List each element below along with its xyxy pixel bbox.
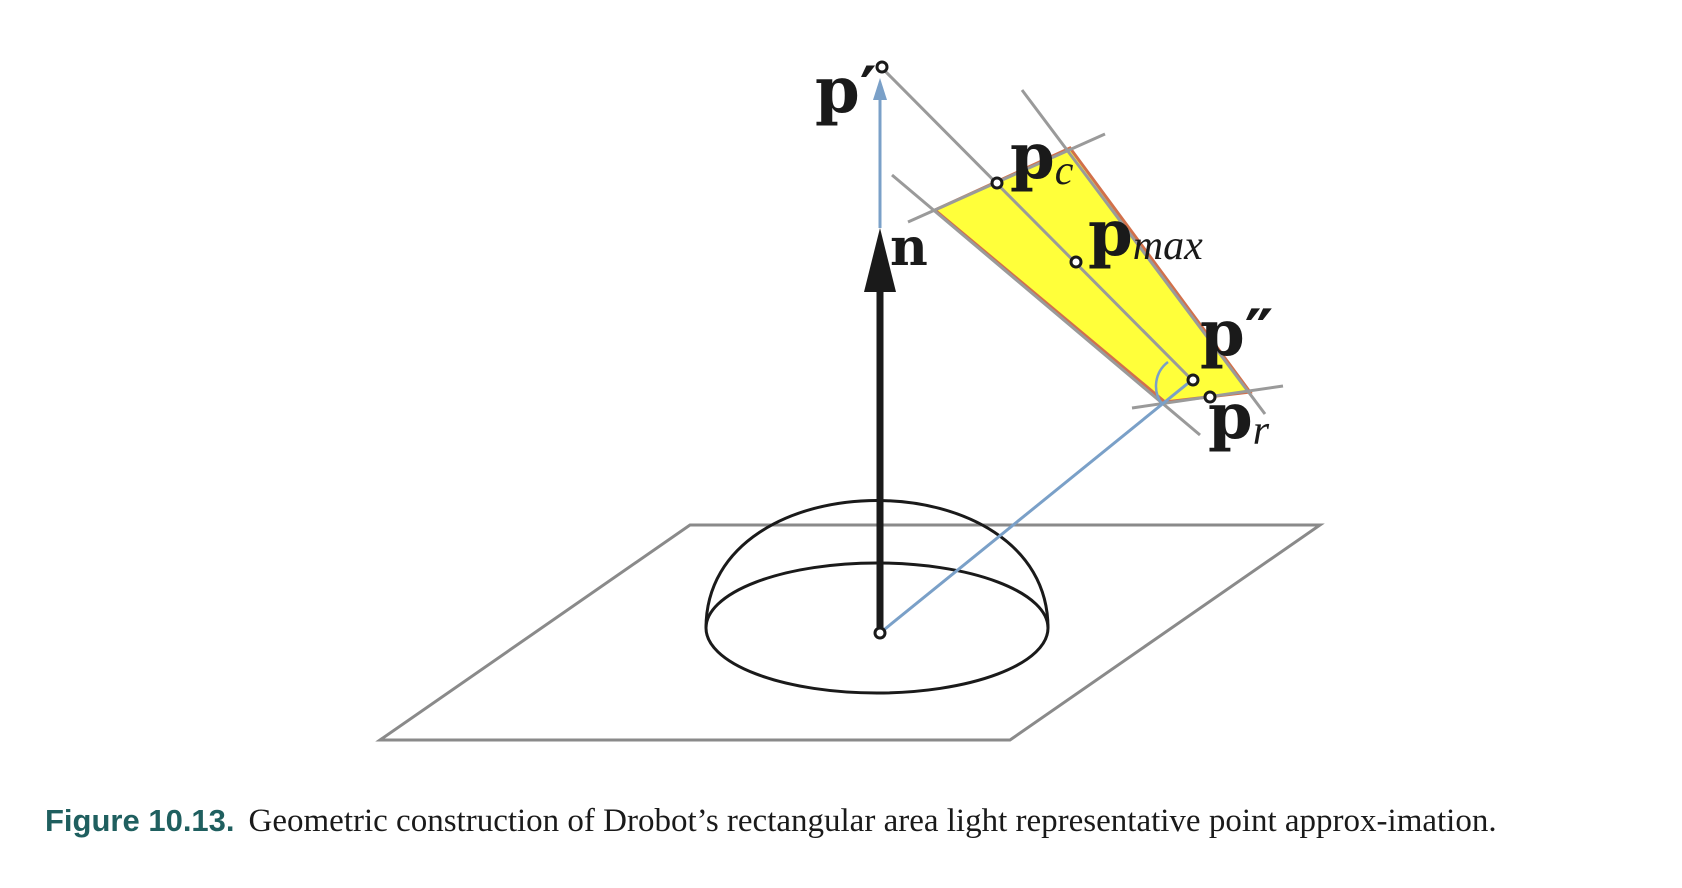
shading-point-to-p-double-prime-line: [879, 378, 1193, 635]
shading-point: [873, 626, 887, 640]
edge-extension-left: [891, 173, 1201, 437]
angle-arc: [1154, 361, 1169, 405]
figure-caption: Figure 10.13. Geometric construction of D…: [45, 800, 1645, 842]
edge-extension-top: [907, 132, 1106, 224]
point-p-c: [990, 176, 1004, 190]
label-p-max: pmax: [1088, 196, 1203, 271]
point-p-prime: [875, 60, 889, 74]
point-p-r: [1203, 390, 1217, 404]
ground-plane: [375, 523, 1325, 742]
point-p-max: [1069, 255, 1083, 269]
normal-extension-arrowhead: [873, 78, 887, 100]
caption-label: Figure 10.13.: [45, 803, 235, 838]
construction-lines: [878, 64, 1284, 437]
caption-text: Geometric construction of Drobot’s recta…: [248, 803, 1497, 839]
normal-arrowhead: [864, 228, 896, 292]
label-p-double-prime: p″: [1200, 296, 1273, 371]
edge-extension-right: [1020, 89, 1267, 415]
label-p-c: pc: [1010, 119, 1074, 194]
line-p-prime-to-p-double-prime: [878, 64, 1194, 382]
label-p-prime: p′: [815, 53, 877, 128]
label-n: n: [890, 217, 928, 278]
point-p-double-prime: [1186, 373, 1200, 387]
label-p-r: pr: [1208, 379, 1270, 454]
